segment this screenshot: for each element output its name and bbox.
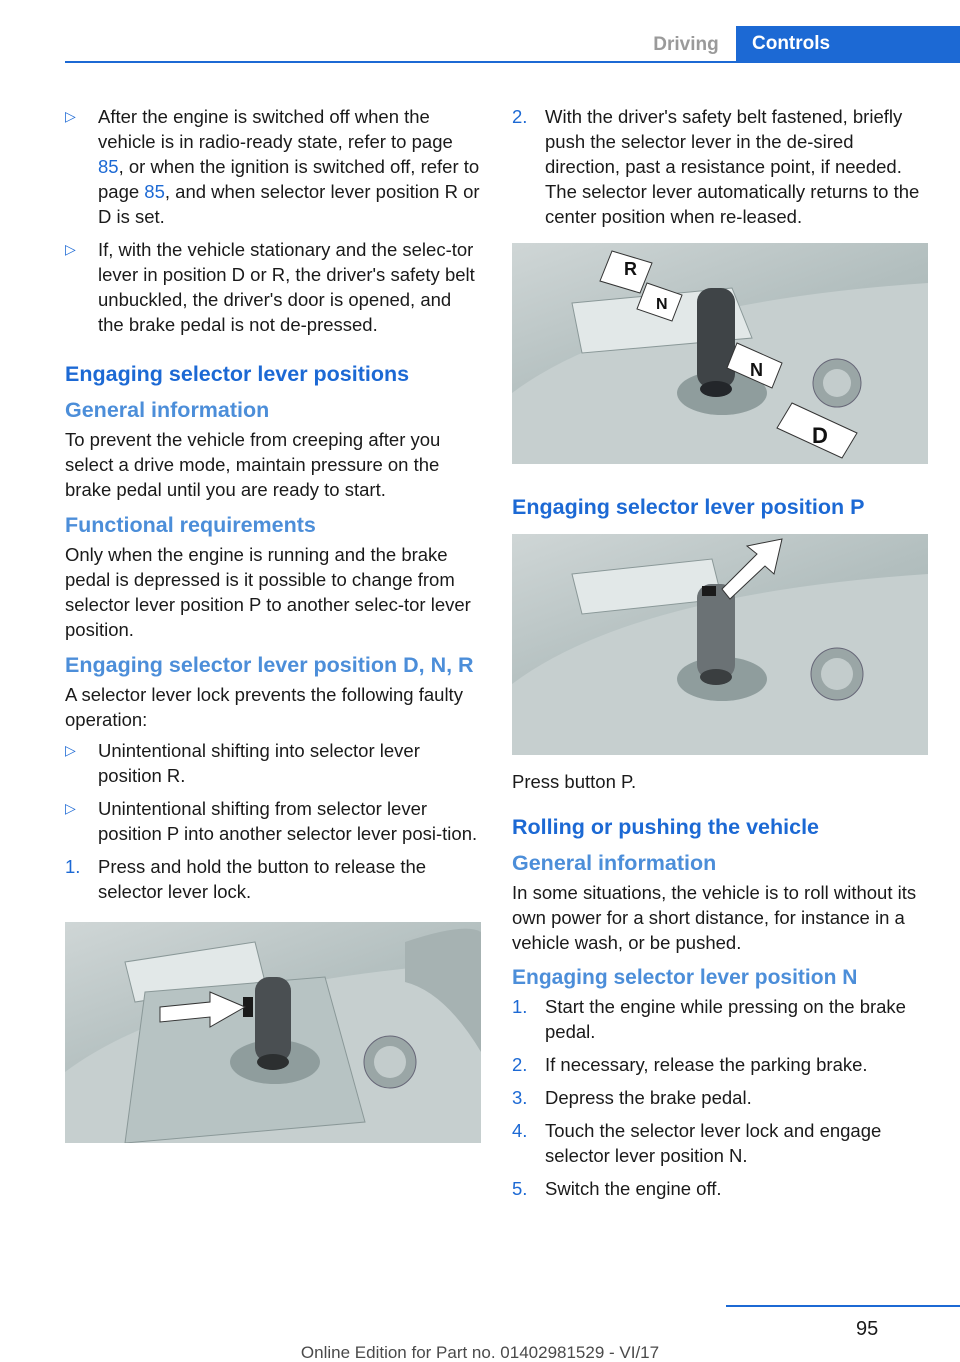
list-item-text: Depress the brake pedal. xyxy=(545,1087,752,1108)
list-item: 1. Start the engine while pressing on th… xyxy=(512,994,928,1052)
step-number: 1. xyxy=(65,856,81,877)
step-number: 1. xyxy=(512,996,528,1017)
list-item: ▷ Unintentional shifting into selector l… xyxy=(65,738,481,796)
paragraph: Press button P. xyxy=(512,771,637,792)
footer-divider xyxy=(726,1305,960,1307)
triangle-bullet-icon: ▷ xyxy=(65,108,76,124)
footer-edition-wrapper: Online Edition for Part no. 01402981529 … xyxy=(0,1343,960,1362)
section-heading: Engaging selector lever positions xyxy=(65,362,410,386)
selector-lever-park-illustration xyxy=(512,534,928,755)
subsection-heading: Engaging selector lever position D, N, R xyxy=(65,653,474,677)
paragraph: To prevent the vehicle from creeping aft… xyxy=(65,429,441,500)
list-item: ▷ After the engine is switched off when … xyxy=(65,104,481,237)
page-header: Driving Controls xyxy=(0,26,960,62)
list-item: 2. If necessary, release the parking bra… xyxy=(512,1052,928,1085)
list-item-text: Switch the engine off. xyxy=(545,1178,722,1199)
list-item-text: After the engine is switched off when th… xyxy=(98,106,480,227)
subsection-heading: Functional requirements xyxy=(65,513,316,537)
section-heading: Rolling or pushing the vehicle xyxy=(512,815,819,839)
step-number: 2. xyxy=(512,106,528,127)
tab-driving[interactable]: Driving xyxy=(653,34,719,55)
list-item: 2. With the driver's safety belt fastene… xyxy=(512,104,928,243)
step-number: 2. xyxy=(512,1054,528,1075)
paragraph: In some situations, the vehicle is to ro… xyxy=(512,882,917,953)
list-item: 1. Press and hold the button to release … xyxy=(65,854,481,922)
list-item: 5. Switch the engine off. xyxy=(512,1176,928,1209)
svg-text:N: N xyxy=(656,296,668,313)
list-item-text: If, with the vehicle stationary and the … xyxy=(98,239,475,335)
tab-controls[interactable]: Controls xyxy=(736,26,960,62)
selector-lever-unlock-illustration xyxy=(65,922,481,1143)
list-item-text: Touch the selector lever lock and engage… xyxy=(545,1120,882,1166)
step-number: 5. xyxy=(512,1178,528,1199)
list-item-text: Start the engine while pressing on the b… xyxy=(545,996,906,1042)
page-number: 95 xyxy=(856,1318,879,1340)
right-column: 2. With the driver's safety belt fastene… xyxy=(512,104,928,1209)
list-item: 3. Depress the brake pedal. xyxy=(512,1085,928,1118)
list-item-text: With the driver's safety belt fastened, … xyxy=(545,106,920,227)
paragraph: Only when the engine is running and the … xyxy=(65,544,471,640)
subsection-heading: General information xyxy=(512,851,717,875)
list-item: 4. Touch the selector lever lock and eng… xyxy=(512,1118,928,1176)
subsection-heading: Engaging selector lever position N xyxy=(512,966,858,989)
header-divider xyxy=(65,61,960,63)
left-column: ▷ After the engine is switched off when … xyxy=(65,104,481,1143)
svg-text:R: R xyxy=(624,259,637,279)
triangle-bullet-icon: ▷ xyxy=(65,241,76,257)
list-item: ▷ If, with the vehicle stationary and th… xyxy=(65,237,481,345)
subsection-heading: General information xyxy=(65,398,270,422)
page-link[interactable]: 85 xyxy=(98,156,119,177)
paragraph: A selector lever lock prevents the follo… xyxy=(65,684,463,730)
svg-text:D: D xyxy=(812,423,828,448)
list-item: ▷ Unintentional shifting from selector l… xyxy=(65,796,481,854)
edition-text: Online Edition for Part no. 01402981529 … xyxy=(300,1343,660,1362)
list-item-text: Press and hold the button to release the… xyxy=(98,856,427,902)
triangle-bullet-icon: ▷ xyxy=(65,742,76,758)
selector-lever-directions-illustration: R N N D xyxy=(512,243,928,464)
page-link[interactable]: 85 xyxy=(144,181,165,202)
section-heading: Engaging selector lever position P xyxy=(512,495,865,519)
step-number: 4. xyxy=(512,1120,528,1141)
list-item-text: If necessary, release the parking brake. xyxy=(545,1054,868,1075)
list-item-text: Unintentional shifting into selector lev… xyxy=(98,740,420,786)
step-number: 3. xyxy=(512,1087,528,1108)
list-item-text: Unintentional shifting from selector lev… xyxy=(98,798,478,844)
triangle-bullet-icon: ▷ xyxy=(65,800,76,816)
svg-text:N: N xyxy=(750,360,763,380)
